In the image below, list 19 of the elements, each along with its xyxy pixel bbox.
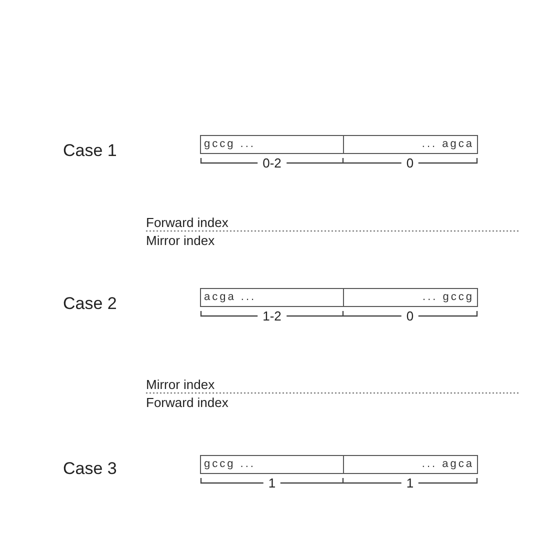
dimension-label: 0-2 xyxy=(258,156,286,170)
sequence-segment: gccg ... xyxy=(200,455,344,474)
sequence-segment: gccg ... xyxy=(200,135,344,154)
sequence-segment: ... agca xyxy=(343,455,478,474)
dimension-label: 1-2 xyxy=(258,308,286,324)
index-label: Forward index xyxy=(146,215,228,230)
sequence-segment: ... agca xyxy=(343,135,478,154)
case-label: Case 3 xyxy=(63,459,117,479)
dimension-label: 0 xyxy=(401,308,419,324)
index-label: Mirror index xyxy=(146,233,215,248)
case-label: Case 2 xyxy=(63,294,117,314)
sequence-segment: ... gccg xyxy=(343,288,478,307)
dimension-label: 0 xyxy=(401,156,419,170)
sequence-segment: acga ... xyxy=(200,288,344,307)
dimension-label: 1 xyxy=(401,476,419,490)
index-label: Mirror index xyxy=(146,377,215,392)
index-label: Forward index xyxy=(146,395,228,410)
case-label: Case 1 xyxy=(63,141,117,161)
dimension-label: 1 xyxy=(263,476,281,490)
